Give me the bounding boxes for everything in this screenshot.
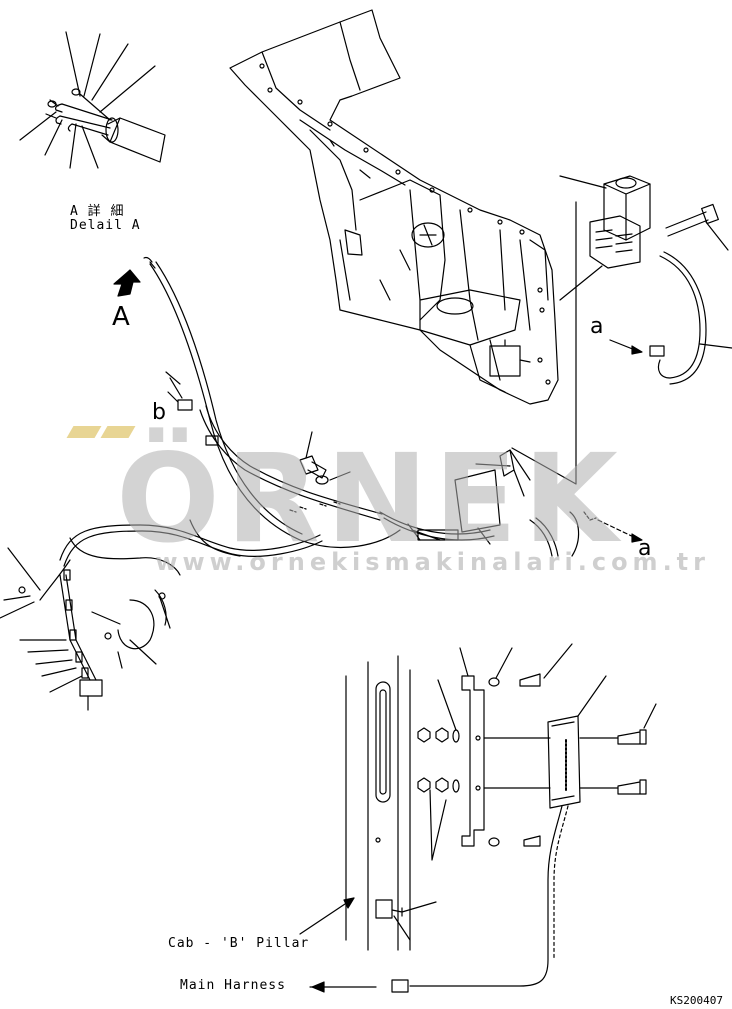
ground-cable-right <box>649 251 732 385</box>
harness-clips-left <box>18 569 166 711</box>
bolts-lower-right <box>617 703 657 795</box>
watermark-url: www.ornekismakinalari.com.tr <box>155 548 710 576</box>
leader-lines-lower <box>483 737 619 789</box>
ref-label-a-top: a <box>590 314 604 339</box>
harness-bracket-center <box>379 449 597 557</box>
detail-a-wire-bundle <box>19 31 166 169</box>
main-harness-label: Main Harness <box>180 978 286 993</box>
watermark-brand: ÖRNEK <box>116 428 624 570</box>
nuts-washers <box>417 643 573 861</box>
cab-pillar-label: Cab - 'B' Pillar <box>168 936 310 951</box>
detail-title-jp: A 詳 細 <box>70 204 125 219</box>
leader-lines-left <box>0 371 181 693</box>
cab-frame-panel <box>229 9 559 405</box>
mounting-bracket <box>459 647 485 847</box>
main-harness-wire <box>391 805 569 993</box>
harness-cable-main <box>39 261 401 681</box>
detail-title-en: Delail A <box>70 218 141 233</box>
ref-arrows <box>597 339 643 543</box>
terminal-block <box>547 675 607 809</box>
cab-b-pillar <box>345 655 437 951</box>
view-label-a: A <box>112 302 130 332</box>
connector-b <box>167 377 219 446</box>
bolt-right <box>665 203 729 251</box>
drawing-code: KS200407 <box>670 994 723 1007</box>
connector-line-a <box>511 201 577 485</box>
ref-label-a-bottom: a <box>638 536 652 561</box>
cab-pillar-leader <box>299 897 355 935</box>
view-arrow-a <box>113 256 156 297</box>
main-harness-arrow <box>309 981 377 993</box>
relay-box <box>559 175 651 301</box>
bolt-and-washer <box>289 431 351 513</box>
ref-label-b: b <box>152 400 166 425</box>
